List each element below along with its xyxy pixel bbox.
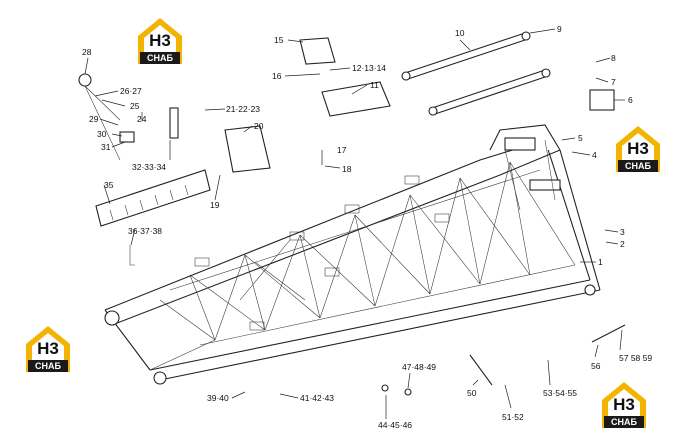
watermark-mark: H3	[149, 31, 171, 50]
callout-11: 11	[370, 80, 379, 90]
boom-frame	[104, 124, 601, 385]
callout-6: 6	[628, 95, 633, 105]
callout-57-58-59: 57 58 59	[619, 353, 652, 363]
plate-20	[224, 125, 271, 173]
callout-53-54-55: 53·54·55	[543, 388, 577, 398]
watermark-mark: H3	[613, 395, 635, 414]
pin-50	[469, 354, 493, 386]
callout-9: 9	[557, 24, 562, 34]
watermark-name: СНАБ	[604, 416, 644, 428]
pin-56	[591, 324, 626, 343]
callout-28: 28	[82, 47, 92, 57]
callout-32-33-34: 32·33·34	[132, 162, 166, 172]
callout-30: 30	[97, 129, 107, 139]
callout-4: 4	[592, 150, 597, 160]
callout-18: 18	[342, 164, 352, 174]
callout-26-27: 26·27	[120, 86, 142, 96]
callout-35: 35	[104, 180, 114, 190]
watermark-logo-right: H3 СНАБ	[612, 122, 664, 174]
watermark-mark: H3	[627, 139, 649, 158]
watermark-mark: H3	[37, 339, 59, 358]
callout-25: 25	[130, 101, 140, 111]
callout-24: 24	[137, 114, 147, 124]
callout-51-52: 51·52	[502, 412, 524, 422]
callout-10: 10	[455, 28, 465, 38]
callout-50: 50	[467, 388, 477, 398]
callout-41-42-43: 41·42·43	[300, 393, 334, 403]
callout-3: 3	[620, 227, 625, 237]
leader-lines	[84, 28, 625, 419]
bolt-47	[404, 388, 412, 396]
watermark-name: СНАБ	[28, 360, 68, 372]
callout-19: 19	[210, 200, 220, 210]
callout-56: 56	[591, 361, 601, 371]
watermark-logo-top: H3 СНАБ	[134, 14, 186, 66]
plate-15	[299, 37, 336, 65]
bracket-24	[169, 107, 179, 139]
bracket-31	[119, 131, 135, 143]
callout-7: 7	[611, 77, 616, 87]
callout-36-37-38: 36·37·38	[128, 226, 162, 236]
callout-15: 15	[274, 35, 284, 45]
tie-rod-lower	[428, 68, 551, 116]
callout-29: 29	[89, 114, 99, 124]
callout-labels: 28 26·27 25 29 24 30 31 32·33·34 35 36·3…	[82, 24, 652, 430]
watermark-name: СНАБ	[618, 160, 658, 172]
hook-36	[129, 245, 135, 266]
callout-31: 31	[101, 142, 111, 152]
callout-44-45-46: 44·45·46	[378, 420, 412, 430]
callout-2: 2	[620, 239, 625, 249]
tie-rod-upper	[401, 31, 531, 81]
lug-plate-6	[589, 89, 615, 111]
callout-5: 5	[578, 133, 583, 143]
callout-1: 1	[598, 257, 603, 267]
callout-16: 16	[272, 71, 282, 81]
callout-47-48-49: 47·48·49	[402, 362, 436, 372]
callout-20: 20	[254, 121, 264, 131]
watermark-logo-left: H3 СНАБ	[22, 322, 74, 374]
bolt-44	[381, 384, 389, 392]
plate-11	[321, 81, 391, 117]
callout-12-13-14: 12·13·14	[352, 63, 386, 73]
callout-39-40: 39·40	[207, 393, 229, 403]
callout-21-22-23: 21·22·23	[226, 104, 260, 114]
plate-35	[95, 169, 211, 227]
watermark-name: СНАБ	[140, 52, 180, 64]
callout-8: 8	[611, 53, 616, 63]
callout-17: 17	[337, 145, 347, 155]
watermark-logo-bottom: H3 СНАБ	[598, 378, 650, 430]
pulley-28	[78, 73, 121, 161]
